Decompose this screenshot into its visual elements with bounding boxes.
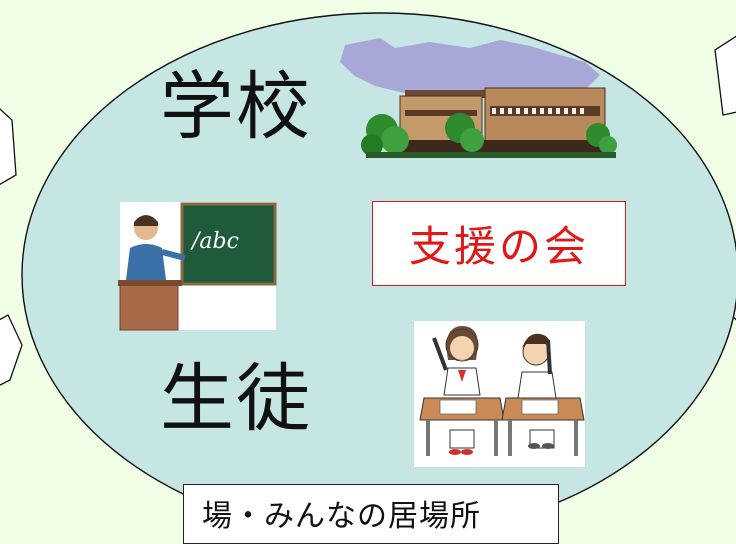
school-building-icon: [361, 87, 617, 158]
support-group-label: 支援の会: [408, 222, 589, 271]
left-upper-bubble: [0, 108, 17, 185]
teacher-blackboard-icon: /abc: [118, 202, 277, 331]
students-at-desks-icon: [414, 321, 585, 467]
place-box: 場・みんなの居場所: [183, 484, 559, 544]
school-label: 学校: [160, 64, 312, 150]
blackboard-text: /abc: [190, 229, 239, 254]
left-lower-bubble: [0, 314, 23, 386]
map-silhouette: [340, 38, 600, 98]
place-label: 場・みんなの居場所: [202, 499, 481, 534]
support-group-box: 支援の会: [372, 201, 626, 286]
right-upper-bubble: [714, 35, 736, 116]
student-label: 生徒: [160, 356, 312, 442]
